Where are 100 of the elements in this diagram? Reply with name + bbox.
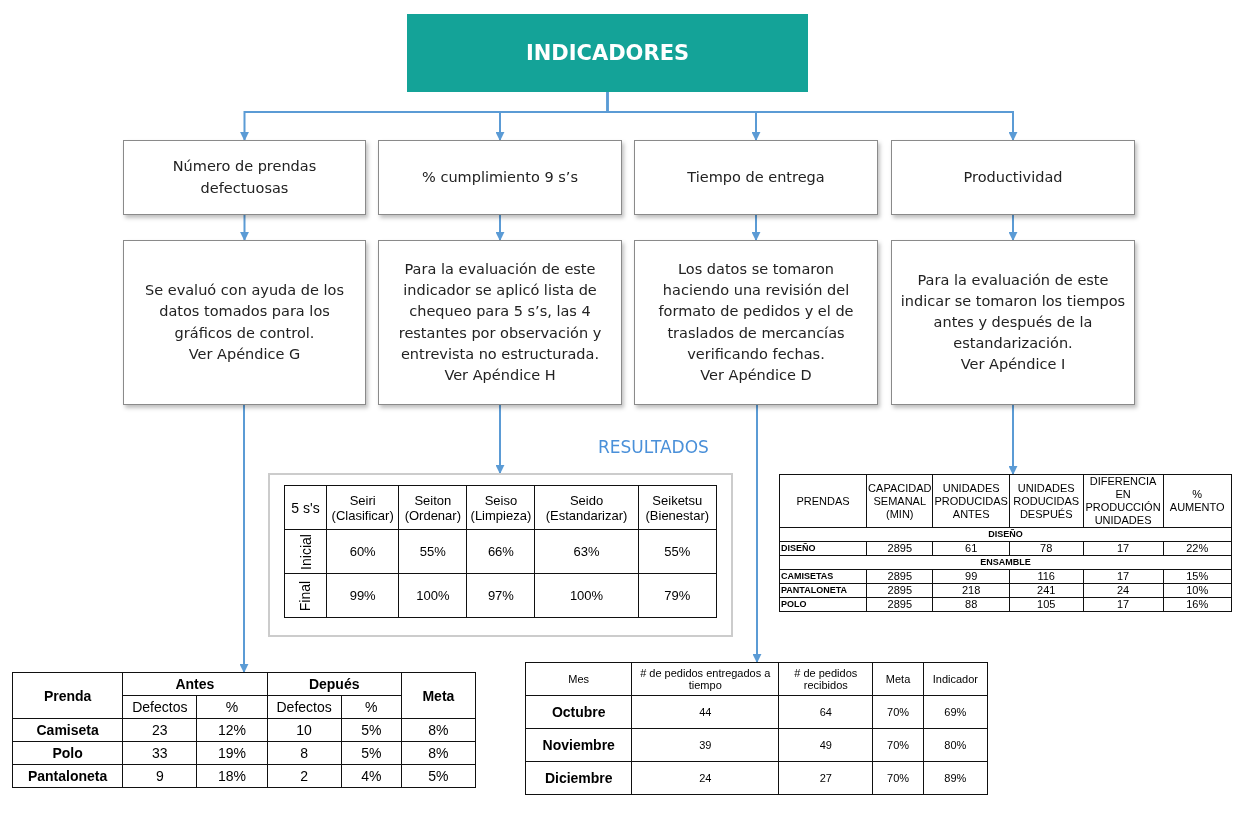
table-cell: 2895	[866, 569, 933, 584]
table-cell: 55%	[638, 529, 717, 574]
arrow	[240, 214, 249, 241]
title-box	[407, 14, 808, 92]
table-cell: Defectos	[122, 695, 197, 719]
arrow	[495, 214, 505, 241]
box-text: Se evaluó con ayuda de los datos tomados para los gráficos de control.	[144, 281, 345, 343]
table-cell: 2895	[866, 583, 933, 598]
table-cell: 99%	[326, 573, 399, 618]
table-cell: Mes	[525, 662, 632, 696]
table-cell: Octubre	[525, 695, 632, 729]
table-cell: 63%	[534, 529, 639, 574]
table-cell: 24	[1083, 583, 1163, 598]
table-cell: 66%	[466, 529, 535, 574]
table-cell: DISEÑO	[779, 541, 867, 556]
arrow	[606, 91, 1018, 141]
arrow	[495, 404, 505, 474]
table-cell: 80%	[923, 728, 988, 762]
arrow	[1008, 214, 1018, 241]
description-box	[634, 240, 878, 405]
table-cell: PRENDAS	[779, 474, 867, 528]
table-cell: 89%	[923, 761, 988, 795]
table-cell: 10	[267, 718, 342, 742]
indicator-box	[123, 140, 366, 215]
table-cell: Prenda	[12, 672, 123, 719]
table-cell: Meta	[401, 672, 476, 719]
indicator-box	[378, 140, 622, 215]
arrow	[751, 214, 761, 241]
table-cell: 17	[1083, 541, 1163, 556]
description-box	[891, 240, 1135, 405]
table-cell: ENSAMBLE	[779, 555, 1232, 570]
table-cell: %	[196, 695, 268, 719]
description-box	[378, 240, 622, 405]
indicator-box	[634, 140, 878, 215]
table-cell: Defectos	[267, 695, 342, 719]
table-cell: 100%	[398, 573, 467, 618]
box-text: Número de prendas defectuosas	[171, 157, 318, 198]
table-cell: Antes	[122, 672, 268, 696]
table-cell: Seiso (Limpieza)	[466, 485, 535, 530]
table-cell: Polo	[12, 741, 123, 765]
table-cell: 39	[631, 728, 779, 762]
table-cell: 24	[631, 761, 779, 795]
box-text: Para la evaluación de este indicar se tomaron los tiempos antes y después de la estandarización.	[900, 270, 1126, 353]
table-cell: Inicial	[284, 529, 327, 574]
table-cell: Final	[284, 573, 327, 618]
table-cell: 70%	[873, 695, 924, 729]
box-text: Para la evaluación de este indicador se aplicó lista de chequeo para 5 s’s, las 4 restantes por observación y entrevista no estructurada.	[397, 260, 603, 364]
box-text: Ver Apéndice I	[960, 355, 1066, 374]
table-panel	[268, 473, 733, 637]
table-cell: 2895	[866, 597, 933, 612]
table-cell: % AUMENTO	[1163, 474, 1232, 528]
table-cell: 2	[267, 764, 342, 788]
box-text: Ver Apéndice H	[444, 365, 556, 385]
table-cell: PANTALONETA	[779, 583, 867, 598]
box-text: Ver Apéndice G	[188, 344, 301, 364]
table-cell: 5%	[401, 764, 476, 788]
table-cell: 27	[778, 761, 873, 795]
table-cell: 60%	[326, 529, 399, 574]
table-cell: # de pedidos entregados a tiempo	[631, 662, 779, 696]
table-cell: 17	[1083, 597, 1163, 612]
table-cell: DIFERENCIA EN PRODUCCIÓN UNIDADES	[1083, 474, 1163, 528]
table-cell: 64	[778, 695, 873, 729]
table-cell: Seiketsu (Bienestar)	[638, 485, 717, 530]
table-cell: 79%	[638, 573, 717, 618]
table-cell: # de pedidos recibidos	[778, 662, 873, 696]
table-cell: 23	[122, 718, 197, 742]
table-cell: 9	[122, 764, 197, 788]
table-cell: Depués	[267, 672, 402, 696]
table-cell: 17	[1083, 569, 1163, 584]
indicator-box	[891, 140, 1135, 215]
table-cell: 55%	[398, 529, 467, 574]
table-cell: Camiseta	[12, 718, 123, 742]
table-cell: 8	[267, 741, 342, 765]
box-text: Productividad	[963, 168, 1063, 187]
table-cell: 8%	[401, 718, 476, 742]
table-cell: 12%	[196, 718, 268, 742]
table-cell: Meta	[873, 662, 924, 696]
table-cell: UNIDADES PRODUCIDAS ANTES	[933, 474, 1010, 528]
table-cell: 5 s's	[284, 485, 327, 530]
table-cell: 105	[1009, 597, 1084, 612]
table-cell: 2895	[866, 541, 933, 556]
table-cell: 22%	[1163, 541, 1232, 556]
table-cell: 8%	[401, 741, 476, 765]
table-cell: DISEÑO	[779, 527, 1232, 542]
table-cell: Pantaloneta	[12, 764, 123, 788]
table-cell: 69%	[923, 695, 988, 729]
table-cell: 218	[933, 583, 1010, 598]
box-text: Tiempo de entrega	[687, 168, 825, 187]
arrow	[239, 404, 249, 673]
table-cell: POLO	[779, 597, 867, 612]
description-box	[123, 240, 366, 405]
table-cell: CAPACIDAD SEMANAL (MIN)	[866, 474, 933, 528]
table-cell: Seiton (Ordenar)	[398, 485, 467, 530]
table-cell: UNIDADES RODUCIDAS DESPUÉS	[1009, 474, 1084, 528]
table-cell: Seido (Estandarizar)	[534, 485, 639, 530]
box-text: Los datos se tomaron haciendo una revisión del formato de pedidos y el de traslados de mercancías verificando fechas.	[657, 260, 855, 364]
table-cell: Seiri (Clasificar)	[326, 485, 399, 530]
table-cell: 241	[1009, 583, 1084, 598]
table-cell: 116	[1009, 569, 1084, 584]
table-cell: Noviembre	[525, 728, 632, 762]
